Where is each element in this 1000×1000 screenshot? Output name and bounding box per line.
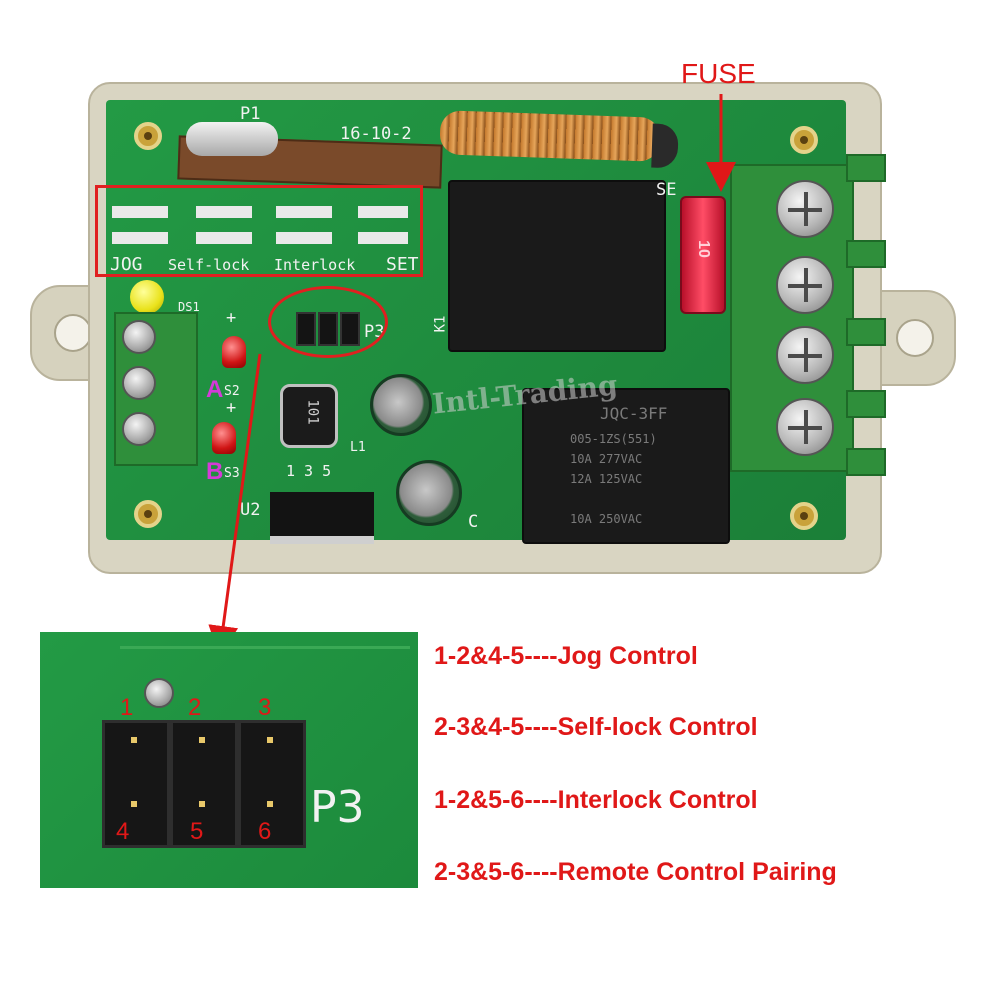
zoom-p3-label: P3 (310, 782, 365, 833)
zoom-header-pin-2 (170, 720, 238, 848)
silk-pins-135: 1 3 5 (286, 462, 332, 480)
silk-l1: L1 (350, 440, 366, 455)
jumper-pads-highlight-box (95, 185, 423, 277)
p3-highlight-ellipse (268, 286, 388, 358)
jumper-pad-jog-1 (112, 206, 168, 218)
relay-k1 (448, 180, 666, 352)
terminal-fin-3 (846, 318, 886, 346)
fuse-callout-label: FUSE (681, 58, 756, 89)
silk-plus-b: + (226, 398, 237, 418)
terminal-fin-5 (846, 448, 886, 476)
silk-p1: P1 (240, 104, 261, 124)
silk-ds1: DS1 (178, 300, 200, 314)
relay-text-2: 005-1ZS(551) (570, 432, 657, 446)
silk-date-code: 16-10-2 (340, 124, 412, 144)
regulator-u2 (270, 492, 374, 544)
zoom-pin-label-5: 5 (190, 818, 204, 845)
zoom-pin-label-6: 6 (258, 818, 272, 845)
marker-b: B (206, 458, 224, 485)
terminal-screw-right-2 (776, 256, 834, 314)
legend-jog-control: 1-2&4-5----Jog Control (434, 642, 698, 670)
silk-se: SE (656, 180, 677, 200)
relay-text-1: JQC-3FF (600, 404, 668, 423)
jumper-pad-set-1 (358, 206, 408, 218)
silk-interlock: Interlock (274, 256, 356, 274)
p3-zoom-arrow (208, 353, 262, 656)
marker-a: A (206, 376, 224, 403)
terminal-screw-left-2 (122, 366, 156, 400)
zoom-pin-label-1: 1 (120, 694, 134, 721)
zoom-trace (120, 632, 410, 649)
relay-k2 (522, 388, 730, 544)
led-yellow (130, 280, 164, 314)
silk-ds3: S3 (224, 466, 240, 481)
terminal-screw-right-3 (776, 326, 834, 384)
zoom-pin-label-3: 3 (258, 694, 272, 721)
zoom-header-pin-3 (238, 720, 306, 848)
crystal (186, 122, 278, 156)
terminal-screw-left-1 (122, 320, 156, 354)
zoom-header-pin-1 (102, 720, 170, 848)
led-red-b (212, 422, 236, 454)
relay-text-3: 10A 277VAC (570, 452, 643, 466)
inductor (280, 384, 338, 448)
led-red-a (222, 336, 246, 368)
capacitor-1 (370, 374, 432, 436)
silk-set: SET (386, 254, 419, 275)
jumper-pad-interlock-2 (276, 232, 332, 244)
mount-hole-top-right (790, 126, 818, 154)
legend-remote-pairing: 2-3&5-6----Remote Control Pairing (434, 858, 837, 886)
fuse (680, 196, 726, 314)
silk-self-lock: Self-lock (168, 256, 250, 274)
mount-hole-bottom-right (790, 502, 818, 530)
silk-u2: U2 (240, 500, 261, 520)
mount-hole-top-left (134, 122, 162, 150)
terminal-screw-right-1 (776, 180, 834, 238)
jumper-pad-selflock-1 (196, 206, 252, 218)
terminal-fin-2 (846, 240, 886, 268)
silk-c: C (468, 512, 479, 532)
terminal-fin-4 (846, 390, 886, 418)
terminal-fin-1 (846, 154, 886, 182)
jumper-pad-selflock-2 (196, 232, 252, 244)
zoom-pin-label-4: 4 (116, 818, 130, 845)
zoom-via (144, 678, 174, 708)
jumper-pad-set-2 (358, 232, 408, 244)
silk-plus-a: + (226, 308, 237, 328)
relay-text-5: 10A 250VAC (570, 512, 643, 526)
silk-ds2: S2 (224, 384, 240, 399)
p3-zoom-inset: 1 2 3 4 5 6 P3 (40, 632, 418, 888)
legend-interlock-control: 1-2&5-6----Interlock Control (434, 786, 758, 814)
terminal-screw-right-4 (776, 398, 834, 456)
capacitor-2 (396, 460, 462, 526)
jumper-pad-interlock-1 (276, 206, 332, 218)
silk-jog: JOG (110, 254, 143, 275)
mount-hole-bottom-left (134, 500, 162, 528)
jumper-pad-jog-2 (112, 232, 168, 244)
zoom-pin-label-2: 2 (188, 694, 202, 721)
terminal-screw-left-3 (122, 412, 156, 446)
relay-text-4: 12A 125VAC (570, 472, 643, 486)
legend-self-lock-control: 2-3&4-5----Self-lock Control (434, 713, 758, 741)
